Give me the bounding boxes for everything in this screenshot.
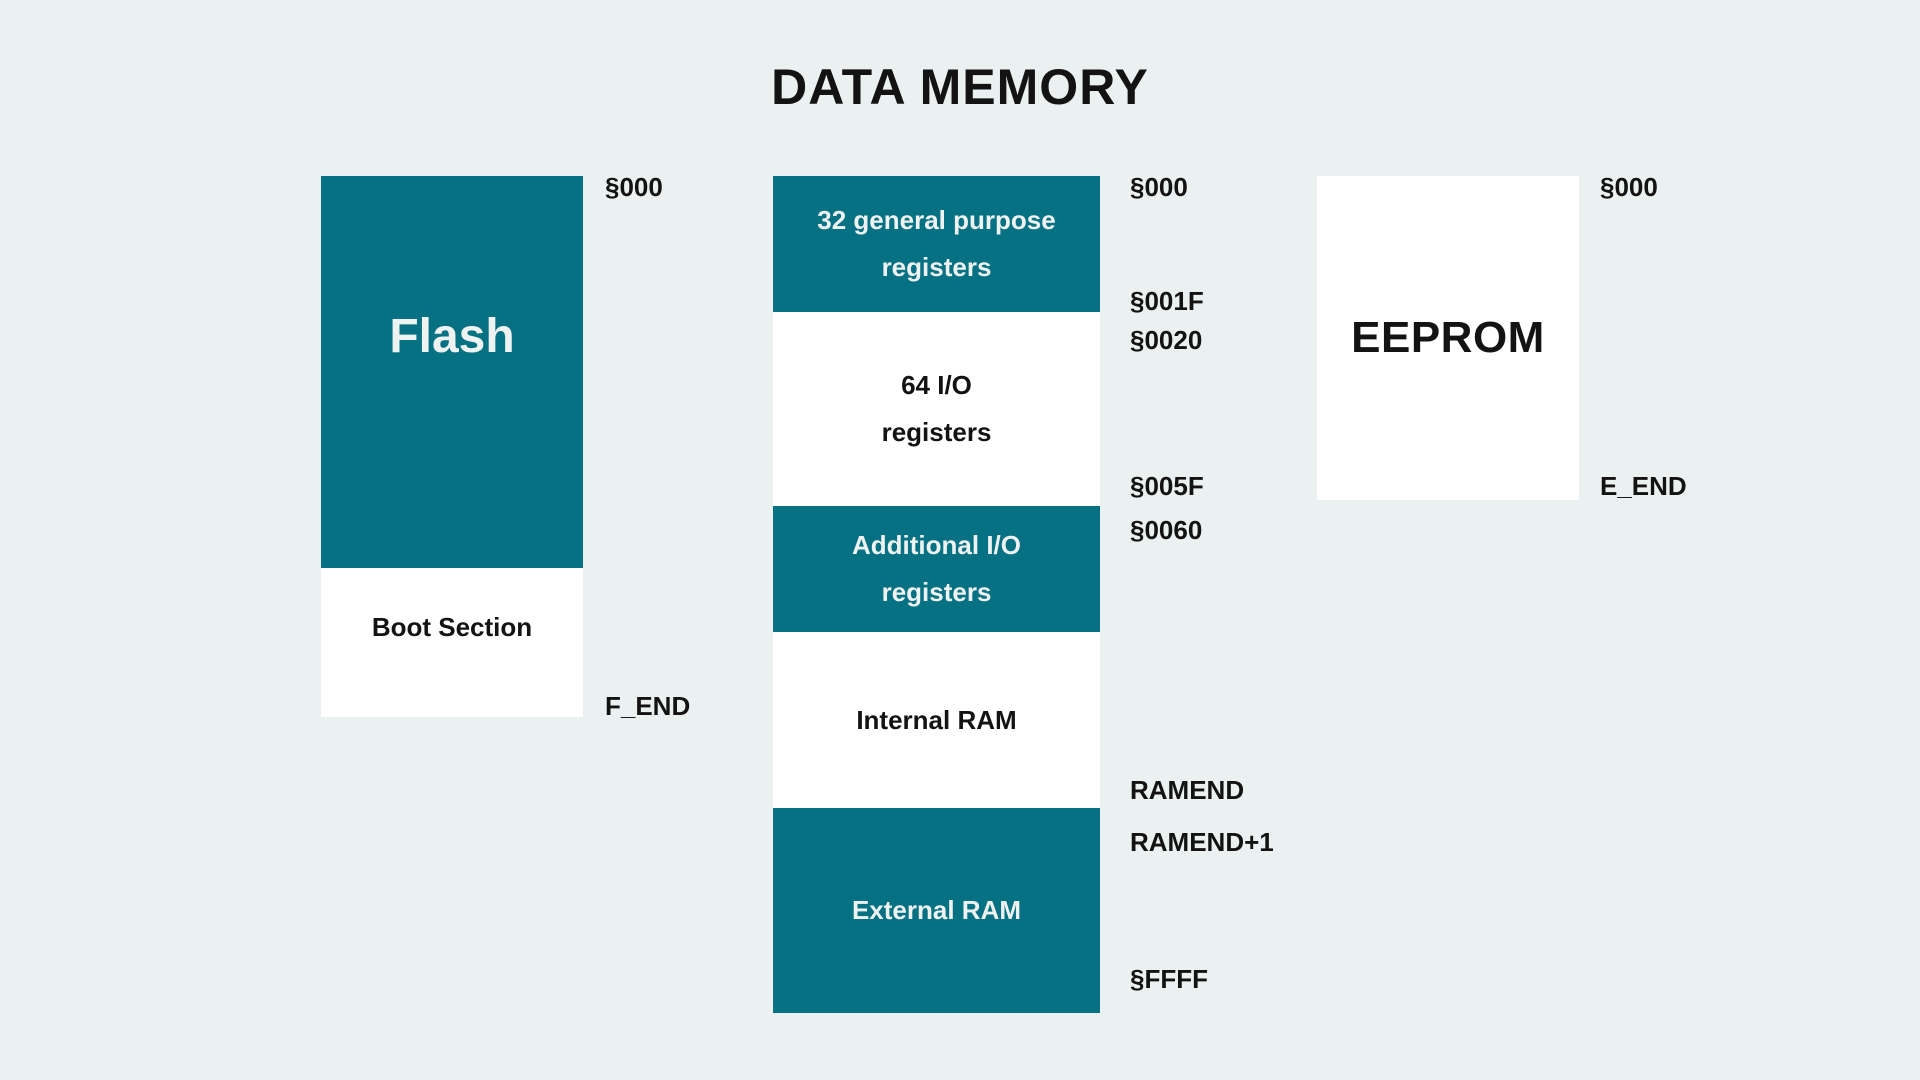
eeprom-column: EEPROM [1317,176,1579,500]
gp-registers-label: 32 general purpose registers [817,205,1056,282]
internal-ram-label: Internal RAM [856,704,1017,735]
flash-block-label: Flash [389,310,515,363]
additional-io-block: Additional I/O registers [773,506,1100,632]
gp-registers-block: 32 general purpose registers [773,176,1100,312]
diagram-title: DATA MEMORY [771,59,1149,115]
data-addr-ext-start: RAMEND+1 [1130,827,1274,857]
data-addr-io-end: §005F [1130,471,1204,501]
data-addr-gp-end: §001F [1130,286,1204,316]
external-ram-block: External RAM [773,808,1100,1013]
eeprom-block: EEPROM [1317,176,1579,500]
flash-column: Flash Boot Section [321,176,583,717]
eeprom-addr-start: §000 [1600,172,1658,202]
boot-section-block: Boot Section [321,568,583,717]
internal-ram-block: Internal RAM [773,632,1100,808]
data-memory-column: 32 general purpose registers 64 I/O regi… [773,176,1100,1013]
additional-io-label: Additional I/O registers [852,530,1021,607]
data-addr-additional-start: §0060 [1130,515,1203,545]
io-registers-block: 64 I/O registers [773,312,1100,506]
data-addr-ramend: RAMEND [1130,775,1245,805]
data-addr-end: §FFFF [1130,964,1208,994]
external-ram-label: External RAM [851,895,1022,926]
flash-addr-end: F_END [605,691,691,721]
io-registers-label: 64 I/O registers [881,370,992,447]
flash-addr-start: §000 [605,172,663,202]
data-addr-start: §000 [1130,172,1188,202]
flash-block: Flash [321,176,583,568]
boot-section-label: Boot Section [371,612,533,643]
eeprom-addr-end: E_END [1600,471,1687,501]
eeprom-block-label: EEPROM [1351,313,1545,362]
data-addr-io-start: §0020 [1130,325,1203,355]
